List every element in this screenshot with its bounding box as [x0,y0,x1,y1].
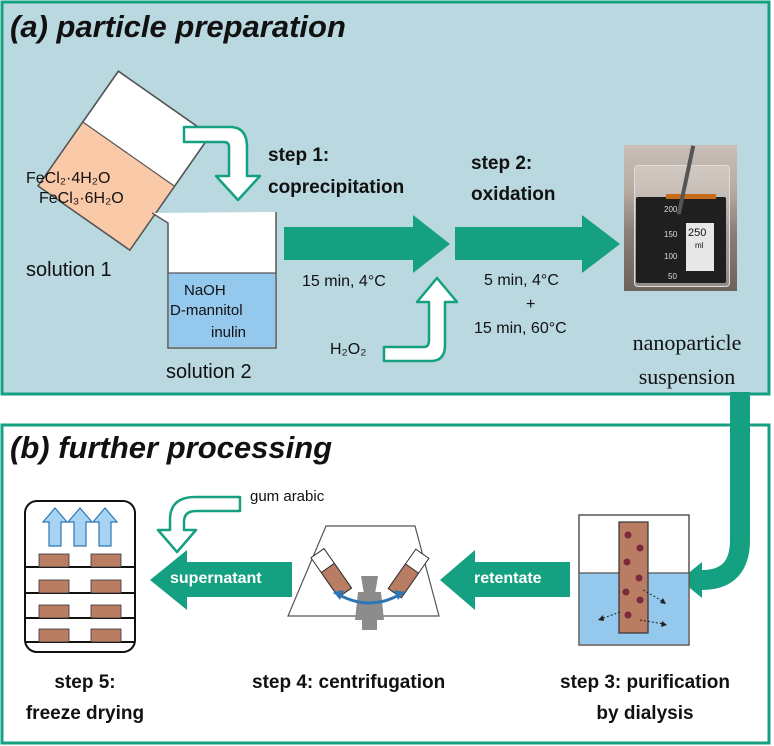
connector-arrowhead [680,562,702,598]
step2-condition2: 15 min, 60°C [474,320,567,337]
mark-ml: ml [695,241,704,250]
nanoparticle-photo: 250 ml 200 150 100 50 [624,145,737,291]
step1-heading-1: step 1: [268,145,330,166]
step2-condition1: 5 min, 4°C [484,272,559,289]
gum-arabic-label: gum arabic [250,488,325,505]
solution2-label: solution 2 [166,361,252,383]
h2o2-arrow [382,276,459,363]
solution2-line2: D-mannitol [170,302,243,319]
mark-150: 150 [664,230,678,239]
solution1-formula-2: FeCl₃·6H₂O [39,190,124,207]
step1-arrow [284,215,450,273]
pour-arrow [182,125,262,202]
mark-50: 50 [668,272,677,281]
step5-label-1: step 5: [54,672,116,693]
step1-heading-2: coprecipitation [268,177,405,198]
section-a-title: (a) particle preparation [10,9,346,44]
h2o2-label: H₂O₂ [330,341,367,358]
nanoparticle-label-2: suspension [638,364,736,389]
retentate-arrow-label: retentate [474,570,542,587]
step3-label-2: by dialysis [596,703,694,724]
orange-rim [666,194,716,199]
step4-label: step 4: centrifugation [252,672,446,693]
freeze-dryer [24,500,136,653]
supernatant-arrow-label: supernatant [170,570,262,587]
retentate-arrow [440,550,570,610]
supernatant-arrow [150,550,292,610]
section-b-title: (b) further processing [10,430,333,465]
dialysis-beaker [578,514,690,646]
solution2-line3: inulin [211,324,247,341]
solution2-line1: NaOH [184,282,226,299]
connector-arrow [696,392,750,590]
step1-condition: 15 min, 4°C [302,273,386,290]
mark-100: 100 [664,252,678,261]
nanoparticle-label-1: nanoparticle [632,330,742,355]
step2-heading-2: oxidation [471,184,556,205]
gum-arabic-arrow [156,495,242,554]
step2-arrow [455,215,620,273]
centrifuge [287,525,440,630]
solution1-beaker [37,70,212,252]
solution1-formula-1: FeCl₂·4H₂O [26,170,111,187]
mark-250: 250 [688,227,707,239]
mark-200: 200 [664,205,678,214]
solution1-label: solution 1 [26,259,112,281]
step2-heading-1: step 2: [471,153,533,174]
solution2-beaker [151,212,277,349]
step5-label-2: freeze drying [25,703,145,724]
step2-plus: + [526,296,536,313]
step3-label-1: step 3: purification [560,672,730,693]
scale-white [686,223,714,271]
